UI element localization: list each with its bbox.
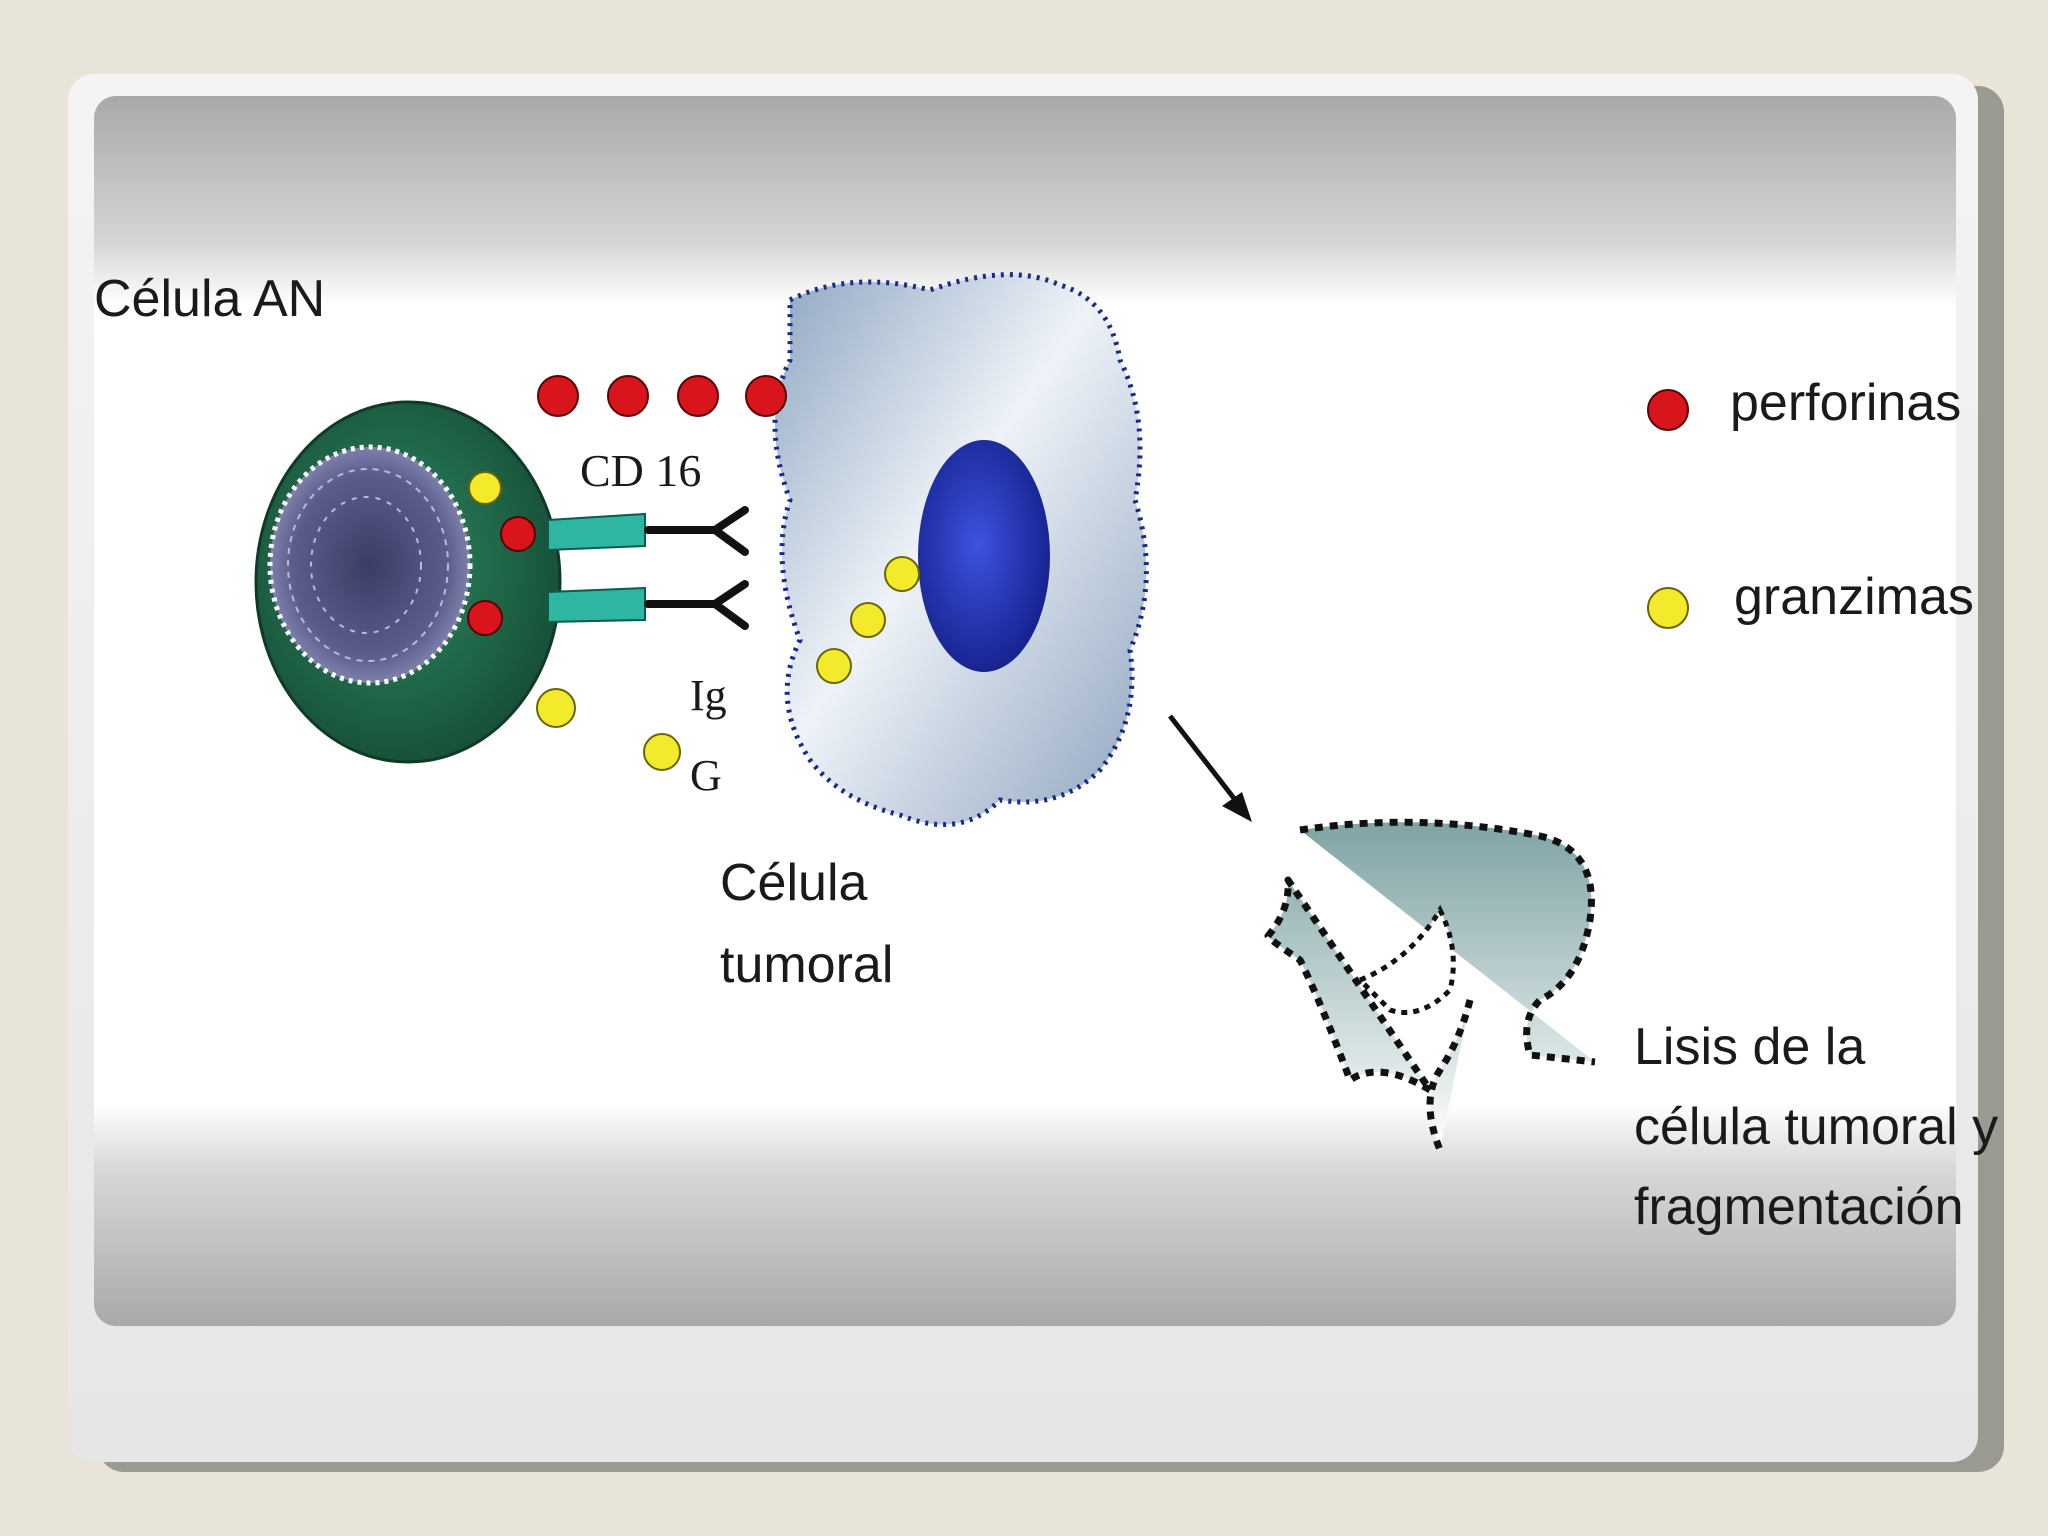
- granzyme-free: [643, 733, 681, 771]
- perforin-released: [537, 375, 579, 417]
- perforin-released: [677, 375, 719, 417]
- label-ig-bottom: G: [690, 751, 722, 800]
- arrow-to-lysis: [1168, 714, 1252, 822]
- cd16-receptor-top: [547, 506, 749, 556]
- legend-perforin-label: perforinas: [1730, 374, 1961, 432]
- label-lysis-line1: Lisis de la: [1634, 1018, 1865, 1076]
- nk-cell: [254, 400, 562, 764]
- nk-chromatin-ring-inner: [310, 496, 422, 634]
- legend: perforinas granzimas: [1647, 374, 1974, 629]
- granzyme-entering: [850, 602, 886, 638]
- label-cd16: CD 16: [580, 445, 701, 496]
- granzyme-free: [536, 688, 576, 728]
- label-tumor-line2: tumoral: [720, 936, 893, 994]
- perforin-released: [607, 375, 649, 417]
- legend-granzyme-label: granzimas: [1734, 568, 1974, 626]
- granzyme-entering: [816, 648, 852, 684]
- label-lysis-line3: fragmentación: [1634, 1178, 1964, 1236]
- granzyme-entering: [884, 556, 920, 592]
- legend-granzyme-swatch: [1647, 587, 1689, 629]
- legend-perforin-swatch: [1647, 389, 1689, 431]
- label-lysis-line2: célula tumoral y: [1634, 1098, 1998, 1156]
- cd16-receptor-bottom: [547, 580, 749, 630]
- perforin-on-membrane: [745, 375, 787, 417]
- perforin-granule: [500, 516, 536, 552]
- granzyme-granule: [468, 471, 502, 505]
- lysed-tumor-cell: [1264, 818, 1596, 1152]
- perforin-granule: [467, 600, 503, 636]
- tumor-cell-nucleus: [918, 440, 1050, 672]
- nk-chromatin-ring: [287, 468, 449, 662]
- label-tumor-line1: Célula: [720, 854, 867, 912]
- nk-cell-nucleus: [267, 444, 473, 686]
- tumor-cell: [772, 272, 1149, 828]
- label-nk-cell: Célula AN: [94, 270, 325, 328]
- label-ig-top: Ig: [690, 671, 727, 720]
